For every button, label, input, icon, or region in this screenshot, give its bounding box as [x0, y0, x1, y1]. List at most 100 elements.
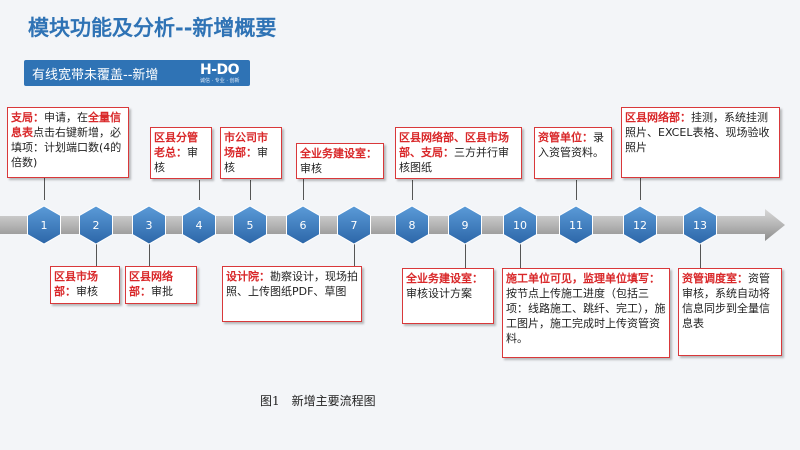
step-number: 7 [351, 219, 358, 232]
banner-text: 有线宽带未覆盖--新增 [32, 68, 159, 83]
box-role-text: 区县网络部、区县市场部、支局： [399, 131, 509, 159]
step-number: 5 [247, 219, 254, 232]
step-node-10 [503, 205, 537, 245]
connector-line [250, 180, 251, 200]
step-node-9 [448, 205, 482, 245]
connector-line [576, 180, 577, 200]
box-role-text: 资管调度室： [682, 272, 748, 285]
box-text: 区县网络部：挂测，系统挂测照片、EXCEL表格、现场验收照片 [625, 111, 769, 154]
box-role-text: 全业务建设室： [300, 147, 377, 160]
connector-line [149, 244, 150, 266]
step-number: 2 [93, 219, 100, 232]
box-role-text: 区县网络部： [625, 111, 691, 124]
box-desc-text: 录入资管资料。 [538, 131, 604, 159]
step-node-7 [337, 205, 371, 245]
connector-line [303, 178, 304, 200]
box-text: 区县市场部：审核 [54, 270, 98, 298]
step-node-8 [395, 205, 429, 245]
box-text: 市公司市场部：审核 [224, 131, 268, 174]
box-role-text: 市公司市场部： [224, 131, 268, 159]
step-number: 6 [300, 219, 307, 232]
figure-caption: 图1 新增主要流程图 [260, 394, 376, 408]
box-role-text: 设计院： [226, 270, 270, 283]
step-node-1 [27, 205, 61, 245]
step-box-city-market: 市公司市场部：审核 [220, 127, 282, 179]
box-desc-text: 勘察设计，现场拍照、上传图纸PDF、草图 [226, 270, 358, 298]
page-title: 模块功能及分析--新增概要 [28, 16, 277, 40]
connector-line [640, 178, 641, 200]
box-text: 全业务建设室： 审核 [300, 147, 377, 175]
step-box-design-review: 全业务建设室： 审核设计方案 [402, 268, 494, 324]
box-desc-text: 审核设计方案 [406, 287, 472, 300]
box-desc-text: 按节点上传施工进度（包括三项：线路施工、跳纤、完工），施工图片，施工完成时上传资… [506, 287, 666, 345]
step-number: 1 [41, 219, 48, 232]
box-text: 资管调度室：资管审核，系统自动将信息同步到全量信息表 [682, 272, 770, 330]
step-node-12 [623, 205, 657, 245]
connector-line [354, 244, 355, 266]
step-number: 10 [513, 219, 527, 232]
box-desc-text: 审核 [300, 162, 322, 175]
box-text: 全业务建设室： 审核设计方案 [406, 272, 483, 300]
box-text: 资管单位：录入资管资料。 [538, 131, 604, 159]
box-text: 区县网络部、区县市场部、支局：三方并行审核图纸 [399, 131, 509, 174]
box-role-text: 施工单位可见，监理单位填写： [506, 272, 660, 285]
step-node-5 [233, 205, 267, 245]
connector-line [412, 180, 413, 200]
box-desc-text: 三方并行审核图纸 [399, 146, 509, 174]
box-desc-text: 点击右键新增，必填项：计划端口数(4的倍数) [11, 126, 122, 169]
box-role-text: 支局： [11, 111, 44, 124]
step-number: 8 [409, 219, 416, 232]
step-box-asset-dispatch: 资管调度室：资管审核，系统自动将信息同步到全量信息表 [678, 268, 782, 356]
step-node-6 [286, 205, 320, 245]
step-box-branch-apply: 支局：申请，在全量信息表点击右键新增，必填项：计划端口数(4的倍数) [7, 107, 129, 178]
step-node-13 [683, 205, 717, 245]
step-box-county-network-test: 区县网络部：挂测，系统挂测照片、EXCEL表格、现场验收照片 [621, 107, 780, 178]
logo-slogan: 诚信 · 专业 · 创新 [200, 78, 240, 84]
box-text: 支局：申请，在全量信息表点击右键新增，必填项：计划端口数(4的倍数) [11, 111, 121, 169]
step-number: 4 [196, 219, 203, 232]
box-role-text: 区县分管老总： [154, 131, 198, 159]
box-role-text: 全量信息表 [11, 111, 121, 139]
step-number: 13 [693, 219, 707, 232]
step-node-4 [182, 205, 216, 245]
company-logo: H-DO 诚信 · 专业 · 创新 [200, 62, 248, 84]
step-number: 9 [462, 219, 469, 232]
step-box-county-market: 区县市场部：审核 [50, 266, 120, 304]
connector-line [520, 244, 521, 268]
box-desc-text: 审核 [154, 146, 198, 174]
box-desc-text: 资管审核，系统自动将信息同步到全量信息表 [682, 272, 770, 330]
step-box-county-manager: 区县分管老总：审核 [150, 127, 212, 179]
step-box-full-business: 全业务建设室： 审核 [296, 143, 384, 179]
box-text: 设计院：勘察设计，现场拍照、上传图纸PDF、草图 [226, 270, 358, 298]
box-desc-text: 审核 [224, 146, 268, 174]
box-role-text: 全业务建设室： [406, 272, 483, 285]
step-number: 11 [569, 219, 583, 232]
connector-line [465, 244, 466, 268]
step-node-3 [132, 205, 166, 245]
connector-line [199, 180, 200, 200]
connector-line [700, 244, 701, 268]
section-banner: 有线宽带未覆盖--新增 H-DO 诚信 · 专业 · 创新 [24, 60, 250, 86]
step-box-county-network-approve: 区县网络部：审批 [125, 266, 197, 304]
box-desc-text: 申请，在 [44, 111, 88, 124]
step-node-2 [79, 205, 113, 245]
box-text: 施工单位可见，监理单位填写： 按节点上传施工进度（包括三项：线路施工、跳纤、完工）… [506, 272, 666, 345]
box-role-text: 资管单位： [538, 131, 593, 144]
box-desc-text: 挂测，系统挂测照片、EXCEL表格、现场验收照片 [625, 111, 770, 154]
step-box-three-party-review: 区县网络部、区县市场部、支局：三方并行审核图纸 [395, 127, 522, 179]
connector-line [96, 244, 97, 266]
box-desc-text: 审核 [76, 285, 98, 298]
step-node-11 [559, 205, 593, 245]
logo-text: H-DO [200, 62, 240, 78]
box-role-text: 区县市场部： [54, 270, 98, 298]
box-role-text: 区县网络部： [129, 270, 173, 298]
step-number: 12 [633, 219, 647, 232]
connector-line [44, 178, 45, 200]
step-number: 3 [146, 219, 153, 232]
box-desc-text: 审批 [151, 285, 173, 298]
step-box-asset-entry: 资管单位：录入资管资料。 [534, 127, 612, 179]
box-text: 区县网络部：审批 [129, 270, 173, 298]
step-box-construction: 施工单位可见，监理单位填写： 按节点上传施工进度（包括三项：线路施工、跳纤、完工）… [502, 268, 670, 358]
timeline-bar [0, 209, 785, 241]
